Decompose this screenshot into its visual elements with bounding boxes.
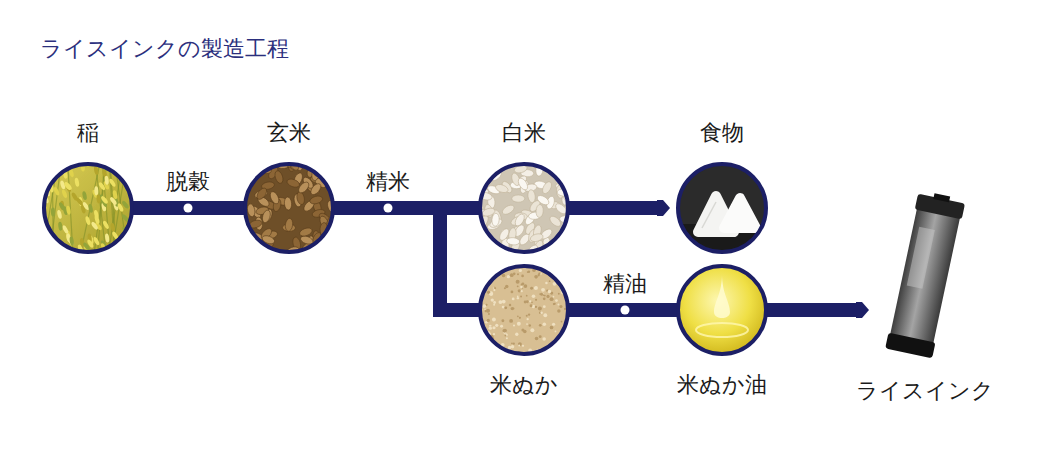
node-label: 米ぬか — [490, 372, 558, 398]
photo-circle — [478, 162, 570, 254]
photo-circle — [478, 264, 570, 356]
circle-photo — [243, 162, 335, 254]
circle-photo — [676, 264, 768, 356]
photo-circle — [676, 264, 768, 356]
flow-connector — [766, 303, 856, 317]
node-label: 白米 — [502, 120, 546, 146]
node-label: 米ぬか油 — [677, 372, 767, 398]
edge-label: 精油 — [603, 271, 647, 297]
circle-border — [245, 164, 333, 252]
node-label: ライスインク — [856, 378, 994, 404]
circle-border — [678, 266, 766, 354]
circle-border — [678, 164, 766, 252]
process-node: 米ぬか — [478, 264, 570, 398]
circle-border — [480, 266, 568, 354]
photo-circle — [676, 162, 768, 254]
circle-border — [44, 164, 132, 252]
edge-label: 精米 — [366, 169, 410, 195]
process-node: 玄米 — [243, 120, 335, 254]
circle-photo — [676, 162, 768, 254]
junction-dot — [184, 204, 193, 213]
process-node: 米ぬか油 — [676, 264, 768, 398]
process-node: 稲 — [42, 120, 134, 254]
edge-label: 脱穀 — [166, 169, 210, 195]
diagram-title: ライスインクの製造工程 — [40, 34, 289, 64]
ink-cartridge — [885, 189, 966, 357]
flow-connector — [568, 303, 678, 317]
circle-border — [480, 164, 568, 252]
node-label: 玄米 — [267, 120, 311, 146]
circle-photo — [42, 162, 134, 254]
flow-connector — [333, 208, 480, 310]
process-node: ライスインク — [875, 189, 975, 404]
process-node: 食物 — [676, 120, 768, 254]
circle-photo — [478, 162, 570, 254]
node-label: 食物 — [700, 120, 744, 146]
photo-circle — [243, 162, 335, 254]
node-label: 稲 — [77, 120, 99, 146]
cartridge-picture — [875, 189, 975, 364]
flow-connector — [132, 201, 245, 215]
junction-dot — [621, 306, 630, 315]
junction-dot — [384, 204, 393, 213]
circle-photo — [478, 264, 570, 356]
process-node: 白米 — [478, 120, 570, 254]
flow-connector — [568, 201, 657, 215]
photo-circle — [42, 162, 134, 254]
